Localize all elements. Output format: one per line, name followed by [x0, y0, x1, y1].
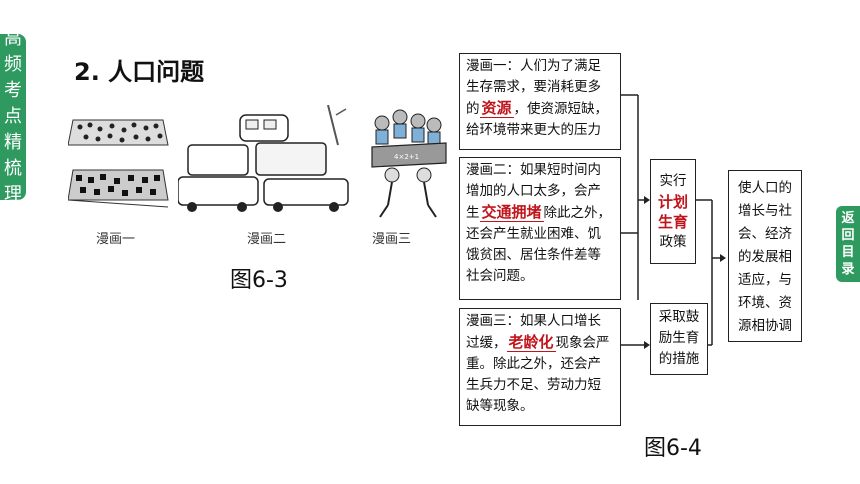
- comic-1-label: 漫画一: [96, 232, 136, 247]
- box-3-text-pre: 漫画三：如果人口增长过缓，: [466, 313, 601, 351]
- box-2-text-post: 除此之外，还会产生就业困难、饥饿贫困、居住条件差等社会问题。: [466, 205, 612, 284]
- population-goal-box: 使人口的增长与社会、经济的发展相适应，与环境、资源相协调: [728, 170, 802, 342]
- comic-2-label: 漫画二: [247, 232, 287, 247]
- section-tab-char: 点: [4, 106, 22, 127]
- box-2-highlight: 交通拥堵: [479, 203, 544, 222]
- comic-1-image: [67, 105, 170, 220]
- comic-3-sign: 4×2+1: [394, 153, 419, 161]
- policy-1-post: 政策: [659, 233, 687, 250]
- box-1-text-pre: 漫画一：人们为了满足生存需求，要消耗更多的: [466, 58, 601, 117]
- comic-3-label: 漫画三: [372, 232, 412, 247]
- return-to-contents-button[interactable]: 返 回 目 录: [836, 206, 860, 282]
- section-tab-char: 梳: [4, 158, 22, 179]
- return-tab-char: 录: [841, 262, 855, 277]
- policy-1-highlight: 计划生育: [657, 192, 688, 231]
- comic-3-image: 4×2+1: [368, 105, 448, 220]
- comic-2-image: [177, 104, 350, 220]
- section-tab-char: 频: [4, 54, 22, 75]
- comic-1-explanation-box: 漫画一：人们为了满足生存需求，要消耗更多的资源，使资源短缺，给环境带来更大的压力: [459, 53, 621, 150]
- comic-3-explanation-box: 漫画三：如果人口增长过缓，老龄化现象会严重。除此之外，还会产生兵力不足、劳动力短…: [459, 308, 621, 426]
- section-tab-char: 高: [4, 28, 22, 49]
- page-heading: 2. 人口问题: [74, 58, 205, 86]
- policy-1-pre: 实行: [659, 172, 687, 189]
- section-tab-char: 考: [4, 80, 22, 101]
- box-1-highlight: 资源: [479, 99, 514, 118]
- return-tab-char: 回: [841, 228, 855, 243]
- box-1-text-post: ，使资源短缺，给环境带来更大的压力: [466, 101, 609, 138]
- section-tab[interactable]: 高 频 考 点 精 梳 理: [0, 28, 26, 205]
- box-3-highlight: 老龄化: [506, 333, 556, 352]
- encourage-birth-policy-box: 采取鼓励生育的措施: [650, 303, 708, 375]
- figure-6-4-caption: 图6-4: [644, 436, 702, 461]
- return-tab-char: 返: [841, 211, 855, 226]
- section-tab-char: 理: [4, 184, 22, 205]
- family-planning-policy-box: 实行 计划生育 政策: [650, 159, 696, 264]
- box-2-text-pre: 漫画二：如果短时间内增加的人口太多，会产生: [466, 162, 601, 221]
- comic-2-explanation-box: 漫画二：如果短时间内增加的人口太多，会产生交通拥堵除此之外，还会产生就业困难、饥…: [459, 157, 621, 300]
- figure-6-3-caption: 图6-3: [230, 268, 288, 293]
- section-tab-char: 精: [4, 132, 22, 153]
- return-tab-char: 目: [841, 245, 855, 260]
- box-3-text-post: 现象会严重。除此之外，还会产生兵力不足、劳动力短缺等现象。: [466, 335, 610, 414]
